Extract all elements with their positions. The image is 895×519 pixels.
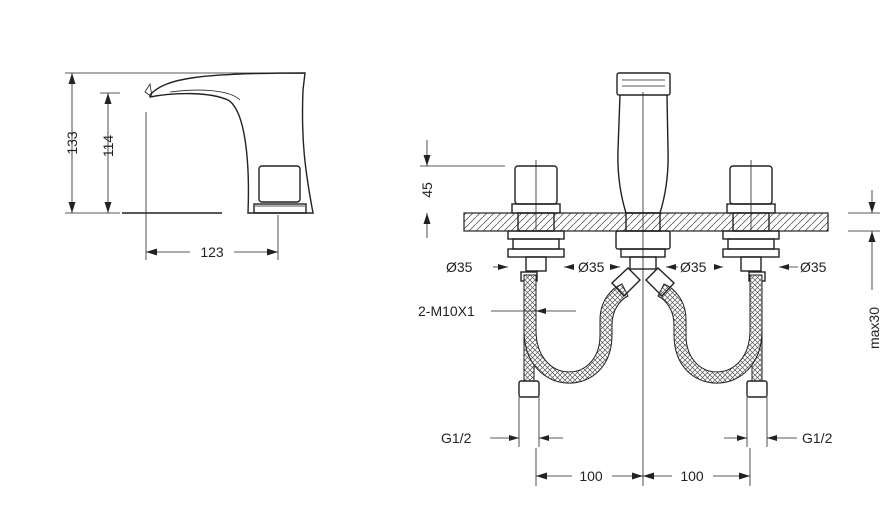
dim-hole-dia-2: Ø35 — [578, 259, 605, 275]
dim-deck-thickness: max30 — [866, 307, 882, 349]
dim-hole-dia-4: Ø35 — [800, 259, 827, 275]
dim-spacing-right: 100 — [680, 468, 704, 484]
right-elbow-fitting — [645, 267, 675, 298]
dim-hole-dia-3: Ø35 — [680, 259, 707, 275]
thread-label: 2-M10X1 — [418, 303, 475, 319]
dim-spacing-left: 100 — [579, 468, 603, 484]
side-handle — [258, 165, 301, 203]
front-view: 45 Ø35 Ø35 Ø35 Ø35 2-M10X1 max30 G1 — [418, 72, 882, 486]
right-connecting-hose — [657, 274, 763, 384]
dim-hole-dia-1: Ø35 — [446, 259, 473, 275]
left-connecting-hose — [523, 274, 629, 384]
dim-height-total: 133 — [64, 131, 80, 155]
center-spout — [615, 72, 671, 486]
dim-height-spout: 114 — [100, 135, 116, 158]
left-elbow-fitting — [611, 267, 641, 298]
connection-right-label: G1/2 — [802, 430, 833, 446]
spout-profile — [149, 72, 314, 214]
dim-deck-opening: 45 — [419, 182, 435, 198]
dim-spout-reach: 123 — [200, 244, 224, 260]
right-handle — [722, 160, 780, 272]
connection-left-label: G1/2 — [441, 430, 472, 446]
left-handle — [507, 160, 565, 272]
side-view: 133 114 123 — [64, 72, 314, 260]
